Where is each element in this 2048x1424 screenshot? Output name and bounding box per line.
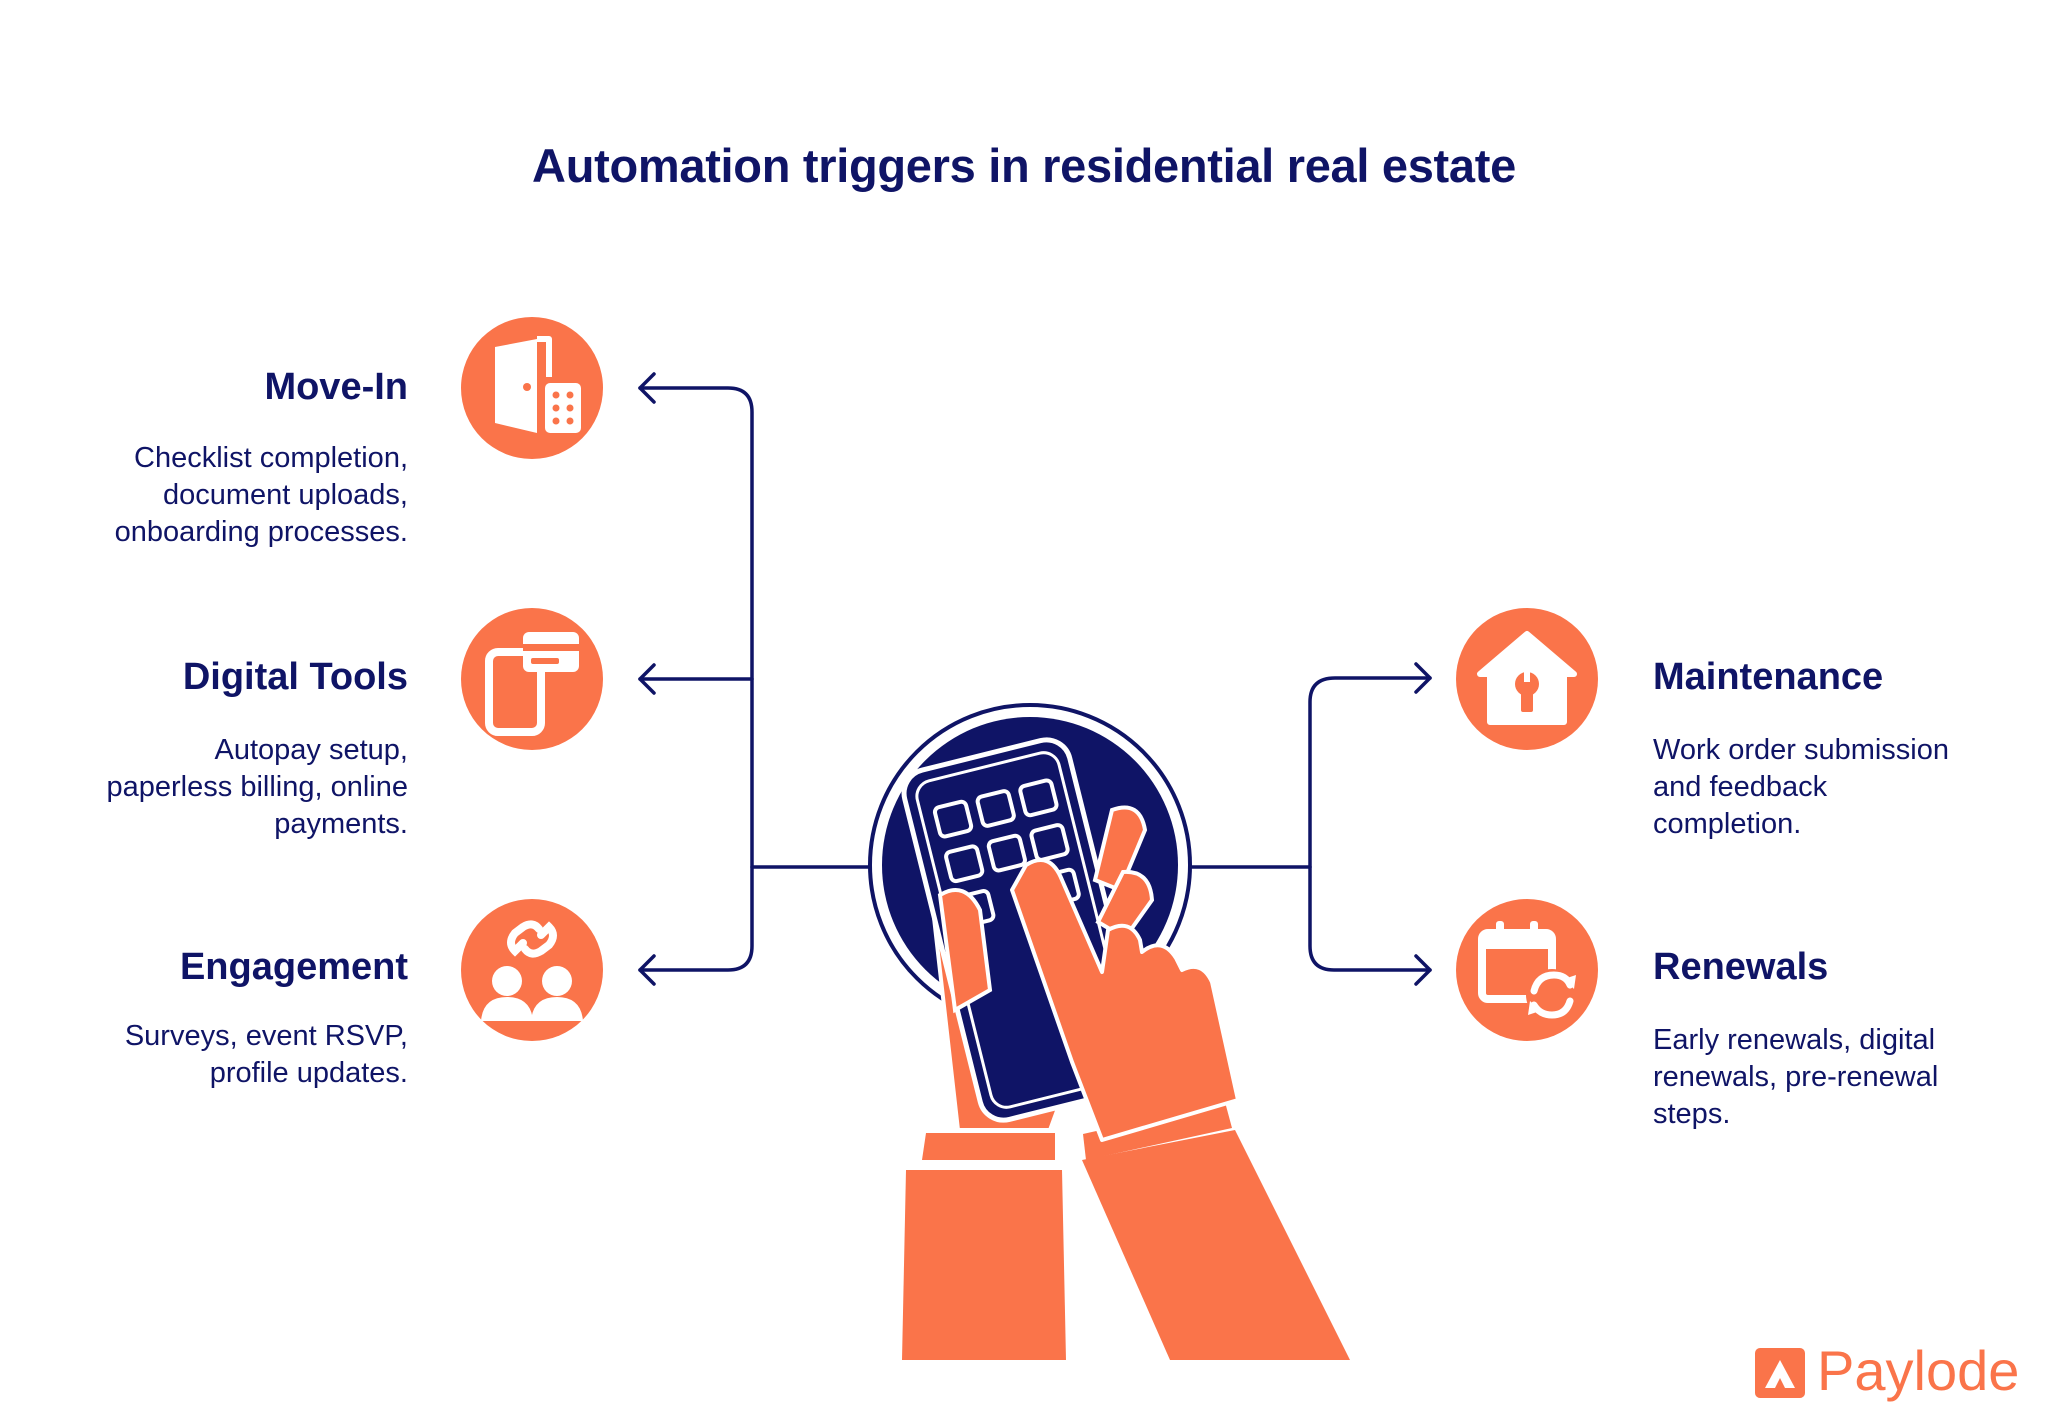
renewals-description: Early renewals, digital renewals, pre-re… <box>1653 1024 1939 1130</box>
engagement-heading: Engagement <box>179 946 408 988</box>
maintenance-heading: Maintenance <box>1653 656 1884 698</box>
digital-tools-heading: Digital Tools <box>182 656 408 698</box>
engagement-description: Surveys, event RSVP, profile updates. <box>124 1020 408 1089</box>
page-title: Automation triggers in residential real … <box>532 139 1516 192</box>
move-in-icon-badge <box>461 317 603 459</box>
move-in-heading: Move-In <box>264 366 408 408</box>
phone-card-icon <box>485 632 579 736</box>
paylode-logo-icon <box>1755 1348 1805 1398</box>
house-wrench-icon <box>1477 631 1577 725</box>
digital-tools-icon-badge <box>461 608 603 750</box>
maintenance-icon-badge <box>1456 608 1598 750</box>
renewals-icon-badge <box>1456 899 1598 1041</box>
maintenance-description: Work order submission and feedback compl… <box>1653 734 1950 840</box>
door-keypad-icon <box>495 336 581 433</box>
hands-keypad-icon <box>868 703 1350 1360</box>
calendar-refresh-icon <box>1478 921 1578 1021</box>
right-branch-line <box>1308 676 1432 972</box>
digital-tools-description: Autopay setup, paperless billing, online… <box>106 734 408 840</box>
renewals-heading: Renewals <box>1653 946 1829 988</box>
engagement-icon-badge <box>461 899 603 1041</box>
people-link-icon <box>481 920 583 1021</box>
move-in-description: Checklist completion, document uploads, … <box>114 442 408 548</box>
paylode-logo-text: Paylode <box>1817 1339 2020 1402</box>
